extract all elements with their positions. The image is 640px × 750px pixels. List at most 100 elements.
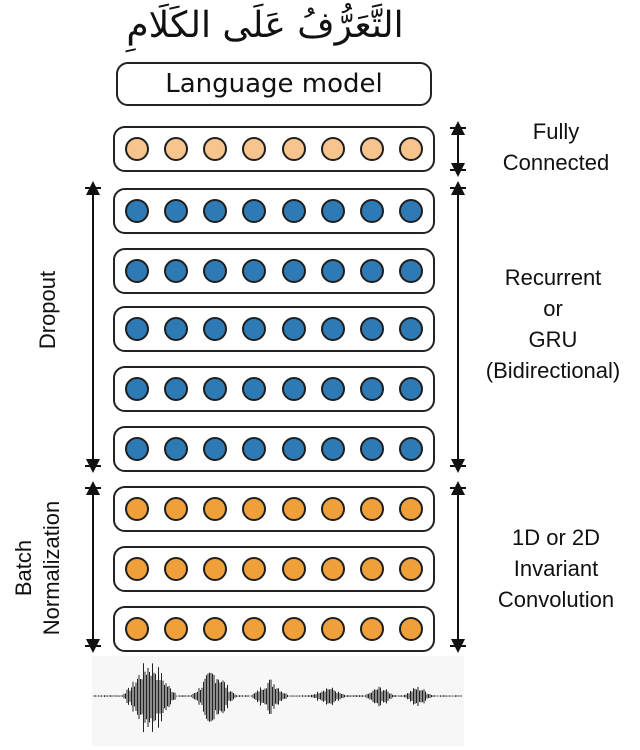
neuron-node — [359, 259, 384, 283]
neuron-node — [398, 557, 423, 581]
fc-label-line-1: Fully — [532, 119, 580, 144]
neuron-node — [320, 137, 345, 161]
neuron-node — [359, 199, 384, 223]
neuron-node — [164, 259, 189, 283]
neuron-node — [203, 259, 228, 283]
batch-norm-line-2: Normalization — [39, 500, 64, 636]
neuron-node — [164, 377, 189, 401]
neuron-node — [281, 557, 306, 581]
neuron-node — [398, 617, 423, 641]
neuron-node — [359, 497, 384, 521]
neuron-node — [359, 617, 384, 641]
layer-recurrent — [113, 248, 435, 294]
neuron-node — [242, 317, 267, 341]
fc-label-line-2: Connected — [502, 150, 610, 175]
neuron-node — [203, 557, 228, 581]
neuron-node — [242, 377, 267, 401]
neuron-node — [320, 557, 345, 581]
neuron-node — [125, 437, 149, 461]
neuron-node — [203, 199, 228, 223]
neuron-node — [242, 497, 267, 521]
neuron-node — [320, 497, 345, 521]
neuron-node — [281, 437, 306, 461]
layer-convolution — [113, 606, 435, 652]
neuron-node — [320, 617, 345, 641]
rnn-label-line-2: or — [543, 296, 563, 321]
conv-label-line-2: Invariant — [513, 556, 599, 581]
neuron-node — [164, 137, 189, 161]
recurrent-label: Recurrent or GRU (Bidirectional) — [466, 262, 640, 386]
neuron-node — [359, 377, 384, 401]
neuron-node — [281, 199, 306, 223]
rnn-label-line-1: Recurrent — [504, 265, 602, 290]
neuron-node — [281, 617, 306, 641]
neuron-node — [281, 137, 306, 161]
conv-label-line-1: 1D or 2D — [511, 525, 601, 550]
neuron-node — [398, 377, 423, 401]
neuron-node — [359, 137, 384, 161]
neuron-node — [164, 617, 189, 641]
neuron-node — [398, 259, 423, 283]
neuron-node — [320, 317, 345, 341]
language-model-box: Language model — [116, 62, 432, 106]
neuron-node — [320, 259, 345, 283]
layer-recurrent — [113, 426, 435, 472]
neuron-node — [125, 199, 149, 223]
neuron-node — [398, 437, 423, 461]
neuron-node — [125, 259, 149, 283]
fully-connected-label: Fully Connected — [476, 116, 636, 178]
neuron-node — [203, 617, 228, 641]
neuron-node — [242, 199, 267, 223]
neuron-node — [164, 317, 189, 341]
rnn-label-line-4: (Bidirectional) — [485, 358, 621, 383]
convolution-label: 1D or 2D Invariant Convolution — [476, 522, 636, 615]
neuron-node — [398, 199, 423, 223]
neuron-node — [242, 557, 267, 581]
layer-recurrent — [113, 188, 435, 234]
layer-convolution — [113, 486, 435, 532]
neuron-node — [359, 317, 384, 341]
layer-recurrent — [113, 366, 435, 412]
neuron-node — [164, 497, 189, 521]
diagram-title: التَّعَرُّفُ عَلَى الكَلَامِ — [126, 5, 404, 46]
neuron-node — [281, 317, 306, 341]
conv-label-line-3: Convolution — [497, 587, 615, 612]
neuron-node — [164, 199, 189, 223]
layer-recurrent — [113, 306, 435, 352]
neuron-node — [359, 557, 384, 581]
neuron-node — [203, 317, 228, 341]
neuron-node — [203, 437, 228, 461]
neuron-node — [125, 377, 149, 401]
neuron-node — [164, 557, 189, 581]
neuron-node — [242, 437, 267, 461]
dropout-label: Dropout — [35, 270, 60, 350]
neuron-node — [242, 617, 267, 641]
neuron-node — [398, 497, 423, 521]
waveform-icon — [93, 663, 462, 733]
neuron-node — [164, 437, 189, 461]
neuron-node — [242, 259, 267, 283]
neuron-node — [320, 377, 345, 401]
language-model-label: Language model — [165, 69, 383, 99]
neuron-node — [281, 259, 306, 283]
neuron-node — [125, 497, 149, 521]
audio-waveform — [92, 656, 464, 746]
neuron-node — [398, 137, 423, 161]
layer-fully-connected — [113, 126, 435, 172]
neuron-node — [203, 497, 228, 521]
neuron-node — [203, 137, 228, 161]
neuron-node — [320, 199, 345, 223]
neuron-node — [281, 497, 306, 521]
neuron-node — [320, 437, 345, 461]
rnn-label-line-3: GRU — [528, 327, 578, 352]
neuron-node — [125, 137, 149, 161]
neuron-node — [125, 557, 149, 581]
neuron-node — [203, 377, 228, 401]
batch-norm-line-1: Batch — [11, 539, 36, 597]
layer-convolution — [113, 546, 435, 592]
neuron-node — [242, 137, 267, 161]
neuron-node — [125, 317, 149, 341]
neuron-node — [359, 437, 384, 461]
neuron-node — [125, 617, 149, 641]
